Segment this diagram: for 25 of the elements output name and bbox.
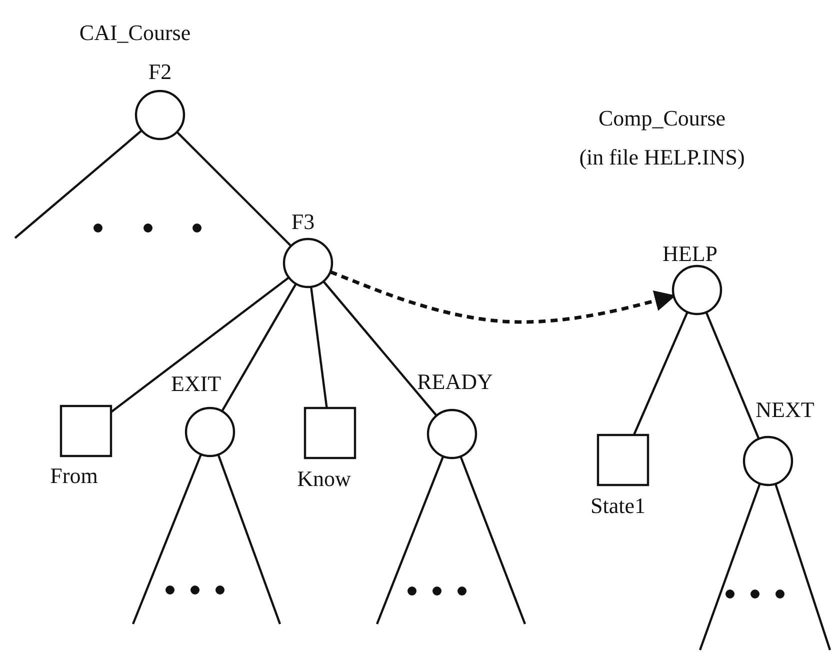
node-label: F3 [291,210,315,234]
node-label: State1 [590,494,646,518]
node-label: NEXT [756,398,814,422]
node-label: CAI_Course [79,20,191,46]
tree-edge [310,286,328,408]
node-label: Comp_Course (in file HELP.INS) [579,104,745,172]
branch-line [14,130,142,239]
branch-line [698,483,761,650]
tree-edge [322,280,438,416]
node-label: F2 [148,60,172,84]
branch-line [132,454,202,624]
tree-edge [176,131,292,247]
node-label: HELP [662,242,718,266]
branch-line [217,454,282,624]
tree-edge [705,312,760,440]
branch-line [460,456,526,624]
tree-edge [221,283,297,412]
tree-edge [110,276,290,413]
branch-line [376,456,444,624]
node-label: Know [297,466,351,492]
node-label: EXIT [170,372,222,396]
node-label: From [50,464,98,488]
branch-line [774,483,832,650]
tree-edge [632,312,688,436]
node-label: READY [417,370,493,394]
